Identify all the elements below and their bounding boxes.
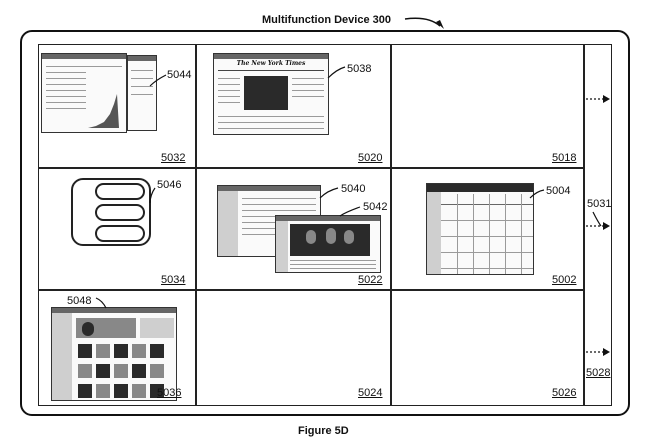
spreadsheet-thumbnail[interactable]: [41, 53, 127, 133]
figure-caption: Figure 5D: [298, 425, 349, 437]
email-thumbnail[interactable]: [217, 185, 321, 257]
cell-label-5034: 5034: [161, 274, 186, 286]
callout-5004: 5004: [546, 185, 571, 197]
callout-5044: 5044: [167, 69, 192, 81]
cell-label-5022: 5022: [358, 274, 383, 286]
cell-5002[interactable]: 5004 5002: [391, 168, 584, 290]
cell-label-5036: 5036: [157, 387, 182, 399]
cell-label-5020: 5020: [358, 152, 383, 164]
cell-5024[interactable]: 5024: [196, 290, 391, 406]
cell-5020[interactable]: The New York Times 5038 5020: [196, 44, 391, 168]
newspaper-thumbnail[interactable]: The New York Times: [213, 53, 329, 135]
cell-5036[interactable]: 5048 5036: [38, 290, 196, 406]
cell-label-5002: 5002: [552, 274, 577, 286]
app-slot-1[interactable]: [95, 183, 145, 200]
callout-5046: 5046: [157, 179, 182, 191]
column-label-5028: 5028: [586, 367, 611, 379]
callout-5031: 5031: [587, 198, 612, 210]
device-frame: [20, 30, 630, 416]
app-slot-2[interactable]: [95, 204, 145, 221]
spreadsheet-back-window[interactable]: [127, 55, 157, 131]
store-thumbnail[interactable]: [51, 307, 177, 401]
calendar-thumbnail[interactable]: [426, 183, 534, 275]
cell-label-5026: 5026: [552, 387, 577, 399]
cell-5032[interactable]: 5044 5032: [38, 44, 196, 168]
callout-5040: 5040: [341, 183, 366, 195]
device-title: Multifunction Device 300: [262, 14, 391, 26]
cell-5022[interactable]: 5040 5042 5022: [196, 168, 391, 290]
newspaper-masthead: The New York Times: [236, 60, 306, 67]
app-slot-3[interactable]: [95, 225, 145, 242]
cell-5018[interactable]: 5018: [391, 44, 584, 168]
cell-5026[interactable]: 5026: [391, 290, 584, 406]
callout-5048: 5048: [67, 295, 92, 307]
callout-5042: 5042: [363, 201, 388, 213]
cell-label-5018: 5018: [552, 152, 577, 164]
callout-5038: 5038: [347, 63, 372, 75]
cell-5034[interactable]: 5046 5034: [38, 168, 196, 290]
cell-label-5024: 5024: [358, 387, 383, 399]
video-thumbnail[interactable]: [275, 215, 381, 273]
cell-label-5032: 5032: [161, 152, 186, 164]
